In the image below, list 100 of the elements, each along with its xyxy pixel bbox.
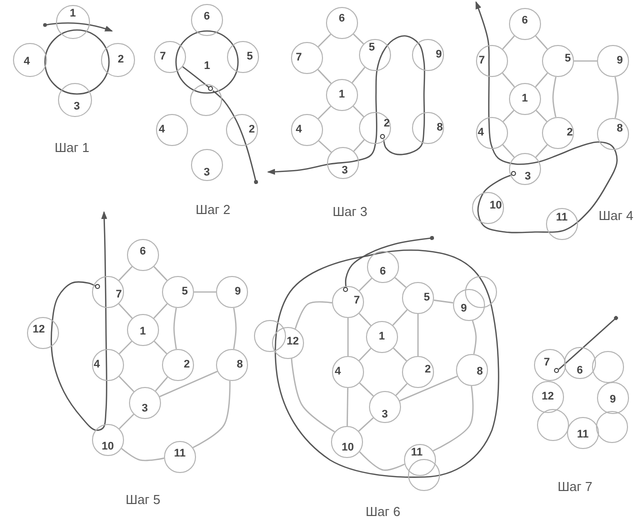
thread-line xyxy=(432,386,474,452)
bead-number: 10 xyxy=(490,200,502,212)
step-label: Шаг 3 xyxy=(332,204,368,220)
step-label: Шаг 7 xyxy=(558,480,592,494)
thread-line xyxy=(345,236,434,288)
bead xyxy=(332,286,364,318)
thread-line xyxy=(318,34,332,48)
bead xyxy=(597,118,629,150)
bead xyxy=(27,317,59,349)
bead xyxy=(332,356,364,388)
thread-line xyxy=(434,300,454,304)
bead-number: 7 xyxy=(478,55,485,66)
bead xyxy=(56,5,90,39)
bead xyxy=(476,45,508,77)
bead-number: 2 xyxy=(384,118,390,130)
bead-number: 11 xyxy=(556,212,568,224)
bead xyxy=(92,276,124,308)
thread-line xyxy=(318,106,332,120)
bead xyxy=(596,411,628,443)
bead-number: 2 xyxy=(118,54,124,66)
bead xyxy=(402,356,434,388)
bead xyxy=(532,381,564,413)
thread-line xyxy=(353,139,365,152)
bead xyxy=(366,321,398,353)
bead xyxy=(154,41,186,73)
bead-number: 3 xyxy=(142,403,148,414)
thread-knot xyxy=(554,368,560,374)
bead-number: 1 xyxy=(338,89,345,100)
bead-number: 5 xyxy=(182,286,188,298)
bead-number: 3 xyxy=(382,409,388,420)
bead-number: 11 xyxy=(174,448,186,460)
bead-number: 1 xyxy=(140,326,146,338)
thread-arrow xyxy=(267,35,426,175)
thread-line xyxy=(318,140,332,153)
bead-number: 12 xyxy=(286,336,299,348)
bead xyxy=(542,117,574,149)
bead xyxy=(359,112,391,144)
thread-line xyxy=(392,309,408,326)
bead-number: 9 xyxy=(616,55,623,66)
bead xyxy=(408,459,440,491)
bead xyxy=(592,351,624,383)
thread-line xyxy=(394,277,406,288)
bead xyxy=(291,114,323,146)
thread-line xyxy=(359,451,405,471)
thread-line xyxy=(358,313,372,326)
thread-line xyxy=(347,318,349,356)
thread-line xyxy=(233,308,237,350)
bead xyxy=(597,45,629,77)
step-label: Шаг 1 xyxy=(54,140,90,156)
bead-number: 4 xyxy=(94,359,100,370)
thread-line xyxy=(352,66,366,84)
bead-number: 4 xyxy=(296,124,302,136)
bead xyxy=(509,8,541,40)
bead xyxy=(546,208,578,240)
bead xyxy=(412,112,444,144)
thread-line xyxy=(535,36,548,50)
bead-number: 7 xyxy=(116,289,122,300)
bead-number: 2 xyxy=(424,364,431,376)
thread-knot xyxy=(380,134,386,140)
step-label: Шаг 6 xyxy=(366,504,400,520)
bead-number: 6 xyxy=(380,266,386,278)
bead xyxy=(453,289,485,321)
thread-line xyxy=(396,383,408,396)
bead xyxy=(534,349,566,381)
bead-number: 2 xyxy=(566,127,573,138)
thread-knot xyxy=(95,284,100,290)
bead xyxy=(404,444,436,476)
bead-number: 1 xyxy=(204,60,210,72)
bead xyxy=(369,391,401,423)
bead-number: 5 xyxy=(246,51,253,62)
bead-number: 5 xyxy=(424,292,430,304)
thread-line xyxy=(358,417,374,432)
step-label: Шаг 5 xyxy=(126,492,160,508)
thread-arrow xyxy=(475,1,618,234)
bead-number: 12 xyxy=(542,391,554,402)
bead-number: 9 xyxy=(234,286,241,298)
bead xyxy=(272,327,304,359)
bead xyxy=(162,349,194,381)
bead xyxy=(412,39,444,71)
thread-line xyxy=(194,291,216,293)
bead-number: 10 xyxy=(342,442,354,454)
bead xyxy=(476,117,508,149)
thread-line xyxy=(535,144,548,158)
bead-number: 5 xyxy=(368,42,375,54)
thread-line xyxy=(358,348,372,361)
bead xyxy=(190,84,222,116)
thread-line xyxy=(155,376,168,392)
bead-number: 6 xyxy=(576,365,583,376)
thread-line xyxy=(118,414,134,430)
thread-line xyxy=(318,69,332,84)
thread-line xyxy=(212,90,258,184)
thread-line xyxy=(358,278,372,292)
bead xyxy=(326,79,358,111)
bead-number: 7 xyxy=(354,295,360,306)
thread-line xyxy=(118,340,132,354)
bead xyxy=(509,83,541,115)
bead xyxy=(254,320,286,352)
thread-line xyxy=(359,382,374,396)
bead xyxy=(567,417,599,449)
thread-line xyxy=(192,380,231,448)
